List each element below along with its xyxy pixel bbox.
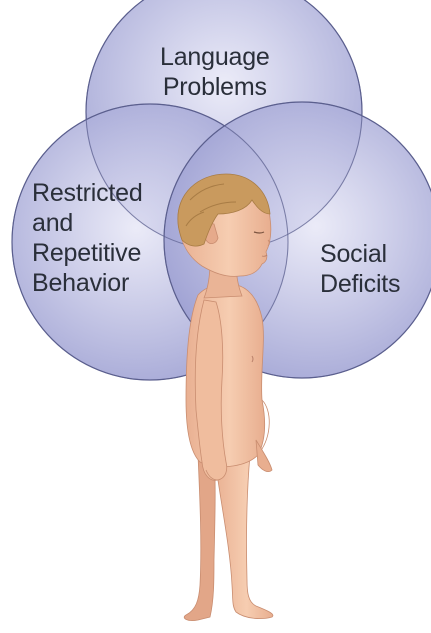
label-line: Repetitive (32, 238, 143, 268)
label-language-problems: Language Problems (160, 42, 270, 102)
label-line: Restricted (32, 178, 143, 208)
label-line: Deficits (320, 269, 400, 299)
child-figure (178, 174, 273, 621)
label-social-deficits: Social Deficits (320, 239, 400, 299)
label-line: and (32, 208, 143, 238)
label-line: Behavior (32, 268, 143, 298)
label-line: Language (160, 42, 270, 72)
label-line: Social (320, 239, 400, 269)
label-restricted-repetitive-behavior: Restricted and Repetitive Behavior (32, 178, 143, 298)
label-line: Problems (160, 72, 270, 102)
